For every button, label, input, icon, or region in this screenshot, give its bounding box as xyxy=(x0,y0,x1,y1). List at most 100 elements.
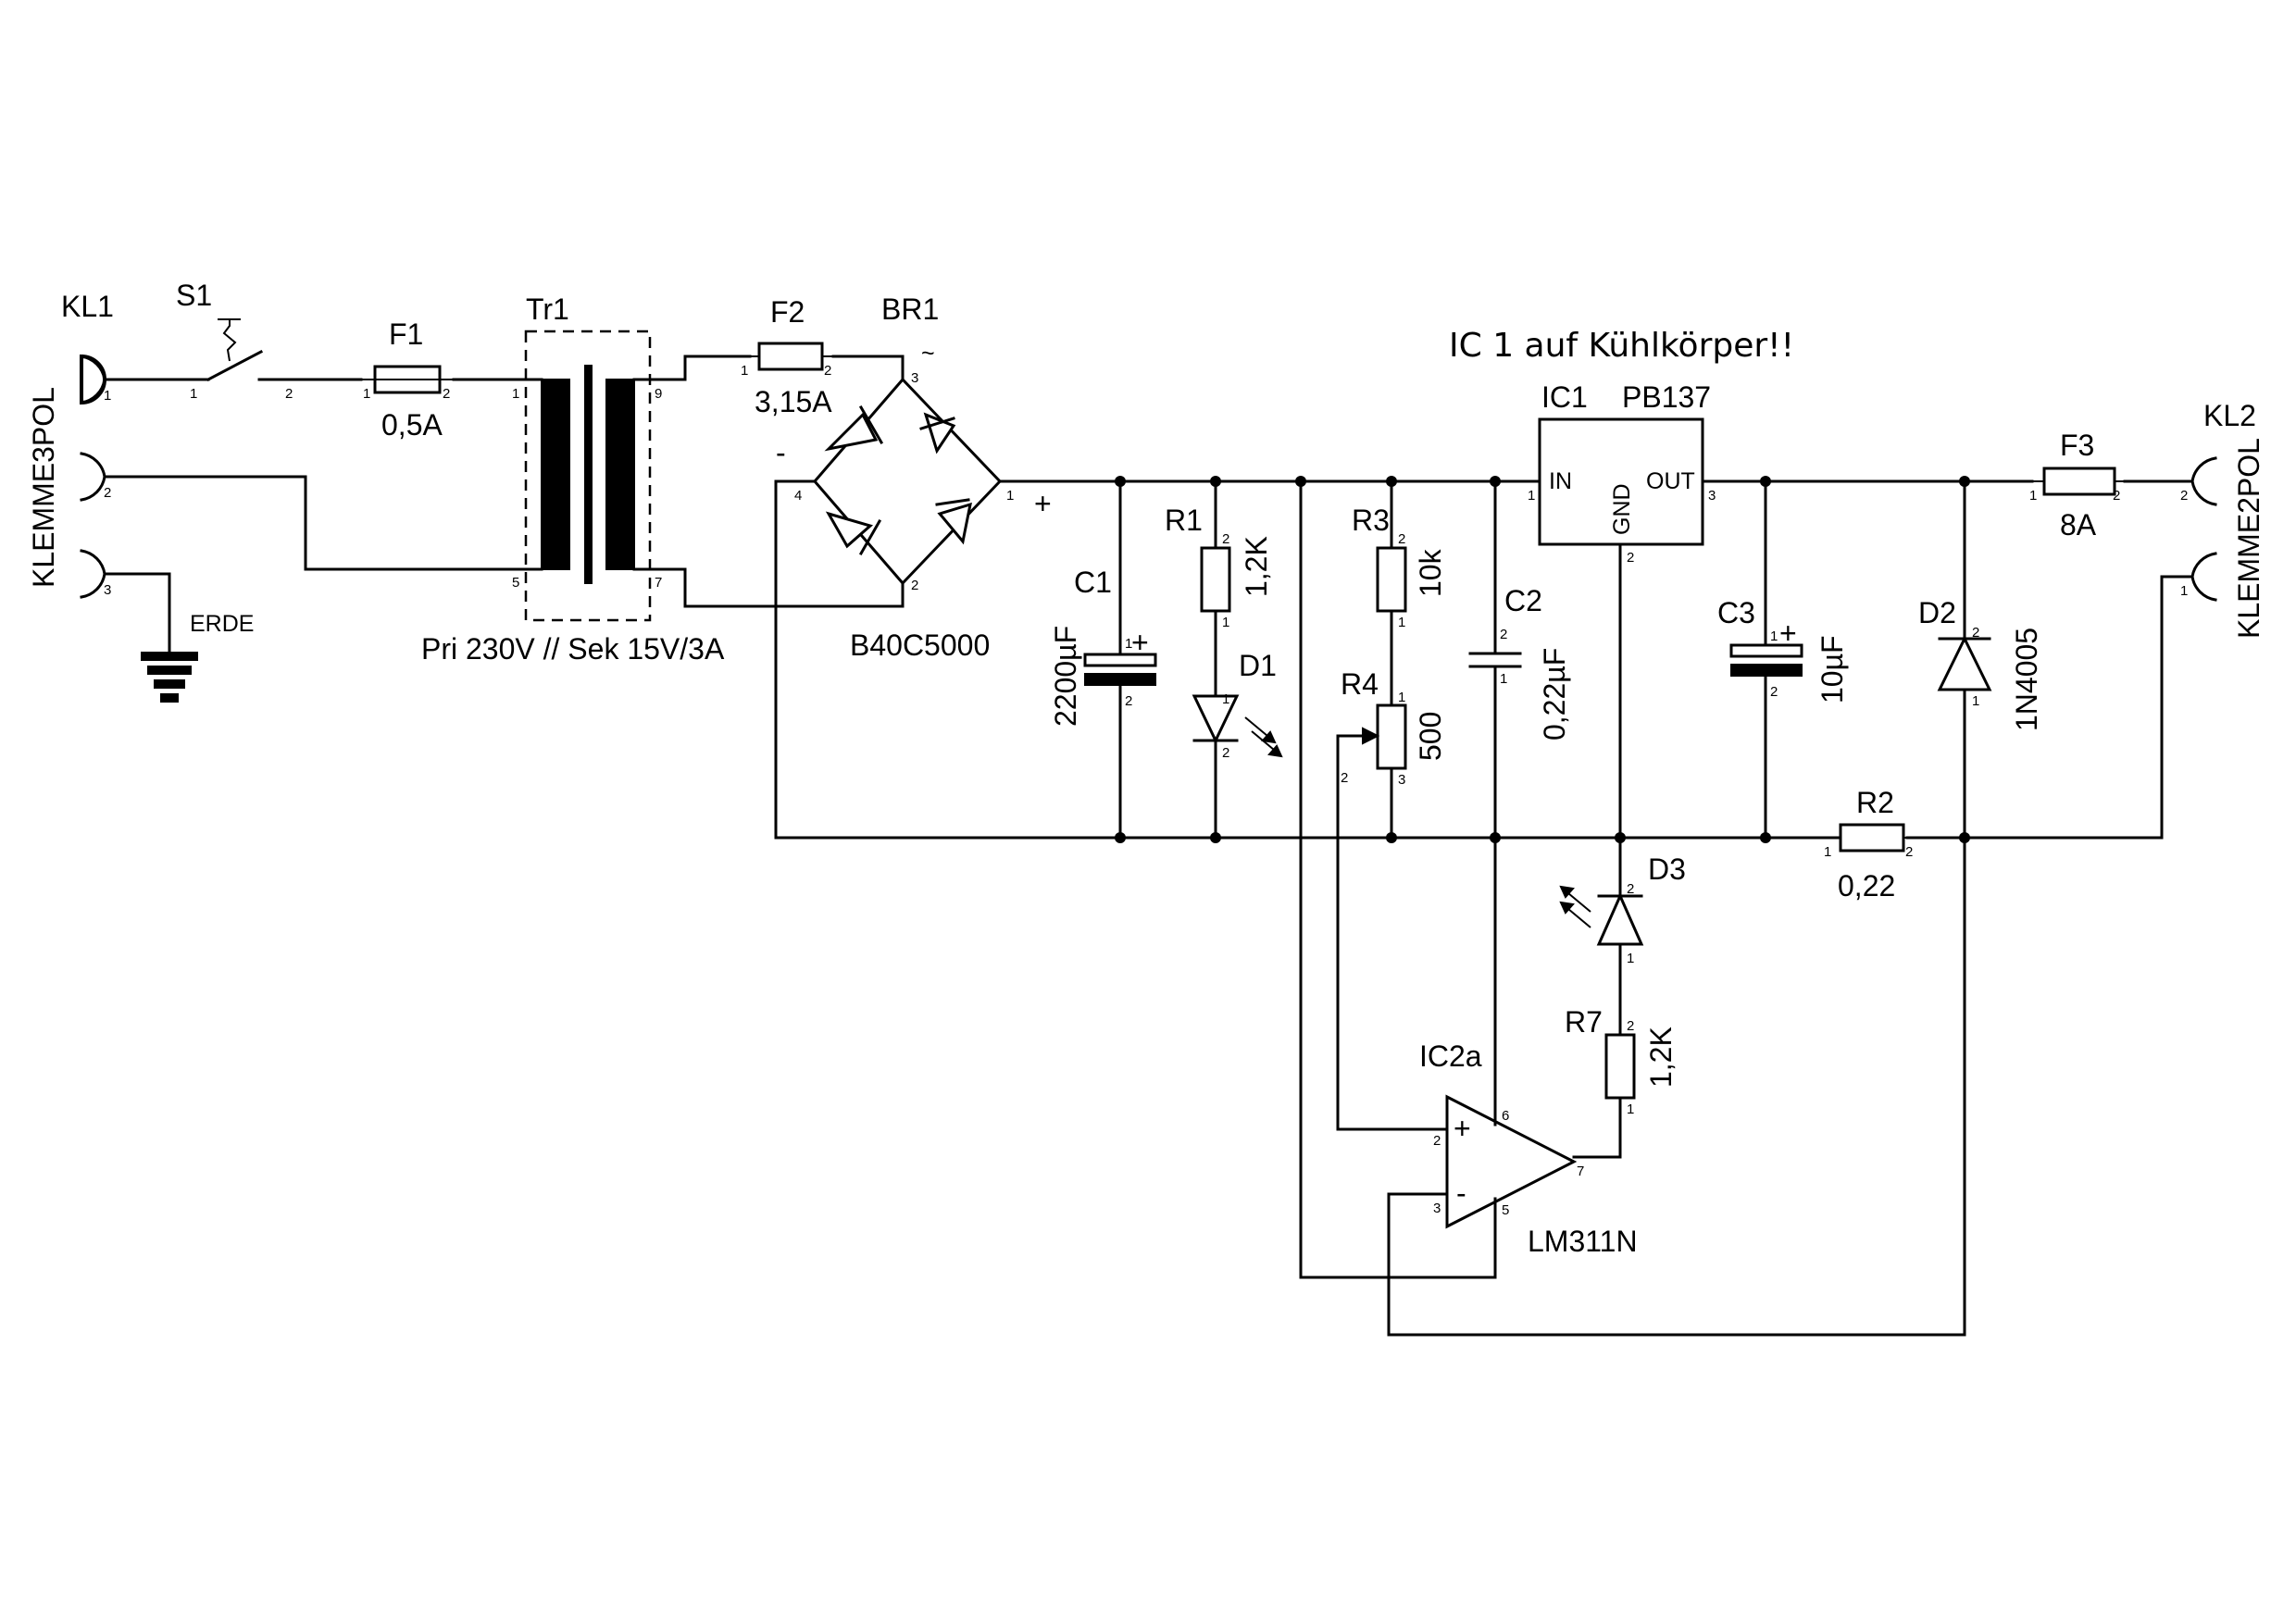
f2-pin-1: 1 xyxy=(741,363,748,379)
kl1-pin-2: 2 xyxy=(104,485,111,501)
s1-ref: S1 xyxy=(176,279,212,312)
ic1-pin-gnd-name: GND xyxy=(1609,483,1635,535)
ic1-pin-in-name: IN xyxy=(1549,468,1572,494)
ic2a-pin-2: 2 xyxy=(1433,1133,1441,1149)
ic1-pin-3: 3 xyxy=(1708,488,1716,504)
br1-minus-mark: - xyxy=(776,436,786,469)
junction-dots xyxy=(1115,476,1970,843)
ic1-pin-out-name: OUT xyxy=(1646,468,1695,494)
potentiometer-r4: R4 500 1 2 3 xyxy=(1336,667,1447,1131)
d2-value: 1N4005 xyxy=(2010,628,2043,731)
wire-sec-top xyxy=(683,355,752,381)
c2-pin-1: 1 xyxy=(1500,671,1507,687)
resistor-r1: R1 1,2K 2 1 xyxy=(1165,479,1273,698)
d2-ref: D2 xyxy=(1918,596,1956,629)
r7-pin-2: 2 xyxy=(1627,1018,1634,1034)
d3-pin-1: 1 xyxy=(1627,951,1634,966)
r3-ref: R3 xyxy=(1352,504,1390,537)
tr1-value: Pri 230V // Sek 15V/3A xyxy=(421,632,725,666)
f1-pin-2: 2 xyxy=(443,386,450,402)
ic2a-pin-3: 3 xyxy=(1433,1201,1441,1216)
c1-polarity: + xyxy=(1131,626,1149,659)
ic1-pin-2: 2 xyxy=(1627,550,1634,566)
c1-ref: C1 xyxy=(1074,566,1112,599)
ic2a-plus-mark: + xyxy=(1454,1112,1471,1145)
wire-supply-to-ic2-gnd xyxy=(1299,479,1497,1279)
r1-pin-1: 1 xyxy=(1222,615,1229,630)
f1-pin-1: 1 xyxy=(363,386,370,402)
ic2a-pin-6: 6 xyxy=(1502,1108,1509,1124)
c1-value: 2200µF xyxy=(1049,626,1082,727)
kl2-ref: KL2 xyxy=(2203,399,2256,432)
resistor-r2: R2 0,22 1 2 xyxy=(1824,786,2034,902)
d2-pin-1: 1 xyxy=(1972,693,1979,709)
r4-value: 500 xyxy=(1414,712,1447,761)
c3-value: 10µF xyxy=(1816,635,1849,703)
ic1-value: PB137 xyxy=(1622,380,1711,414)
f1-value: 0,5A xyxy=(381,408,443,442)
c3-pin-1: 1 xyxy=(1770,629,1778,644)
r1-ref: R1 xyxy=(1165,504,1203,537)
c3-pin-2: 2 xyxy=(1770,684,1778,700)
regulator-ic1: IC1 PB137 IN GND OUT 1 2 3 xyxy=(1528,380,1716,840)
r3-value: 10k xyxy=(1414,548,1447,597)
r2-value: 0,22 xyxy=(1838,869,1895,902)
diode-d2: D2 1N4005 2 1 xyxy=(1918,479,2043,1337)
kl2-pin-1: 1 xyxy=(2180,583,2188,599)
ic2a-ref: IC2a xyxy=(1419,1039,1482,1073)
br1-pin-1: 1 xyxy=(1006,488,1014,504)
br1-value: B40C5000 xyxy=(850,629,990,662)
transformer-tr1: Tr1 Pri 230V // Sek 15V/3A 1 5 9 7 xyxy=(421,292,725,666)
c3-polarity: + xyxy=(1779,616,1797,650)
r3-pin-2: 2 xyxy=(1398,531,1405,547)
c1-pin-1: 1 xyxy=(1125,636,1132,652)
fuse-f2: F2 3,15A 1 2 xyxy=(741,295,905,418)
ic2a-pin-7: 7 xyxy=(1577,1164,1584,1179)
f3-value: 8A xyxy=(2060,508,2097,541)
tr1-pin-5: 5 xyxy=(512,575,519,591)
br1-ref: BR1 xyxy=(881,292,939,326)
s1-pin-2: 2 xyxy=(285,386,293,402)
f3-ref: F3 xyxy=(2060,429,2094,462)
terminal-kl1: KL1 KLEMME3POL 1 2 3 xyxy=(27,290,114,599)
kl2-value: KLEMME2POL xyxy=(2232,438,2265,639)
d1-pin-1: 1 xyxy=(1222,691,1229,707)
tr1-pin-9: 9 xyxy=(655,386,662,402)
wire-mains-neutral xyxy=(103,475,520,571)
tr1-ref: Tr1 xyxy=(526,292,569,326)
s1-pin-1: 1 xyxy=(190,386,197,402)
wire-kl2-return xyxy=(2030,575,2194,840)
c2-ref: C2 xyxy=(1504,584,1542,617)
led-d1: D1 1 2 xyxy=(1192,649,1283,840)
f1-ref: F1 xyxy=(389,317,423,351)
r4-ref: R4 xyxy=(1341,667,1379,701)
f2-pin-2: 2 xyxy=(824,363,831,379)
kl1-value: KLEMME3POL xyxy=(27,387,60,588)
tr1-pin-1: 1 xyxy=(512,386,519,402)
r4-pin-1: 1 xyxy=(1398,690,1405,705)
c2-pin-2: 2 xyxy=(1500,627,1507,642)
c2-value: 0,22µF xyxy=(1538,648,1571,741)
r7-ref: R7 xyxy=(1565,1005,1603,1039)
kl1-pin-1: 1 xyxy=(104,388,111,404)
resistor-r7: R7 1,2K 2 1 xyxy=(1565,1005,1678,1159)
r7-value: 1,2K xyxy=(1644,1027,1678,1088)
capacitor-c2: C2 0,22µF 2 1 xyxy=(1468,479,1571,1108)
wire-sec-bottom xyxy=(683,567,905,608)
r2-ref: R2 xyxy=(1856,786,1894,819)
r1-pin-2: 2 xyxy=(1222,531,1229,547)
br1-ac-mark: ~ xyxy=(921,341,935,367)
fuse-f3: F3 8A 1 2 xyxy=(2029,429,2194,541)
r4-pin-2: 2 xyxy=(1341,770,1348,786)
tr1-pin-7: 7 xyxy=(655,575,662,591)
r3-pin-1: 1 xyxy=(1398,615,1405,630)
d3-ref: D3 xyxy=(1648,853,1686,886)
r1-value: 1,2K xyxy=(1240,536,1273,597)
d2-pin-2: 2 xyxy=(1972,625,1979,641)
bridge-rectifier-br1: BR1 B40C5000 ~ - + 1 2 3 4 xyxy=(774,292,1122,840)
c1-pin-2: 2 xyxy=(1125,693,1132,709)
fuse-f1: F1 0,5A 1 2 xyxy=(361,317,539,442)
br1-plus-mark: + xyxy=(1034,487,1052,520)
ic2a-value: LM311N xyxy=(1528,1225,1638,1258)
